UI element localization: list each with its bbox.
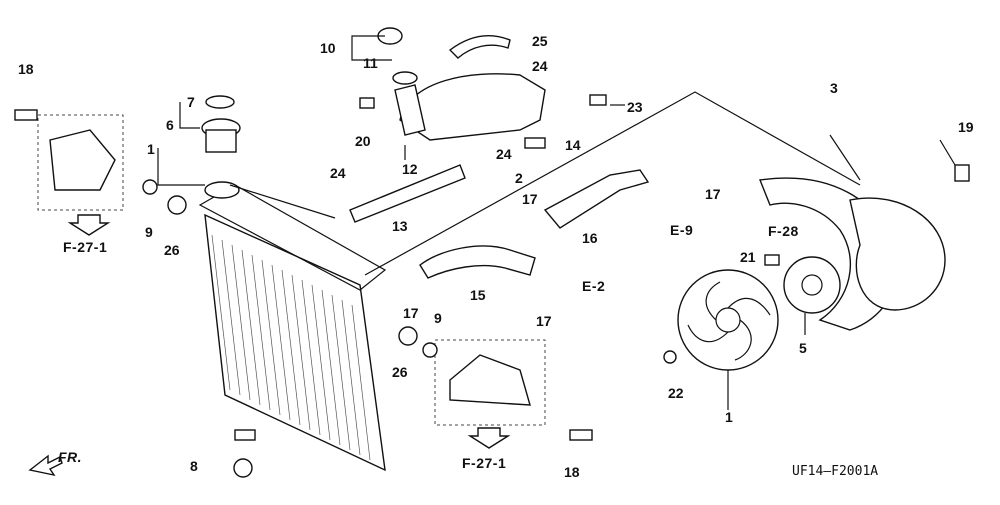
ref-e9[interactable]: E-9 <box>670 222 694 238</box>
callout-9-upper[interactable]: 9 <box>145 224 153 240</box>
callout-10[interactable]: 10 <box>320 40 336 56</box>
callout-11[interactable]: 11 <box>363 55 378 71</box>
bolt-18-lower <box>569 429 593 441</box>
nut-22 <box>663 350 677 364</box>
hose-13 <box>349 164 466 223</box>
callout-17-mid[interactable]: 17 <box>522 191 538 207</box>
radiator-core <box>198 184 387 472</box>
callout-1[interactable]: 1 <box>725 409 733 425</box>
bolt-19 <box>954 164 970 182</box>
arrow-f27-upper <box>67 214 111 236</box>
callout-25[interactable]: 25 <box>532 33 548 49</box>
callout-24-left[interactable]: 24 <box>330 165 346 181</box>
ref-f27-lower[interactable]: F-27-1 <box>462 455 507 471</box>
callout-18-upper[interactable]: 18 <box>18 61 34 77</box>
callout-26-upper[interactable]: 26 <box>164 242 180 258</box>
bolt-21 <box>764 254 780 266</box>
callout-18-lower[interactable]: 18 <box>564 464 580 480</box>
callout-14[interactable]: 14 <box>565 137 581 153</box>
callout-16[interactable]: 16 <box>582 230 598 246</box>
fan-motor <box>783 256 841 314</box>
hose-16 <box>543 169 650 229</box>
callout-13[interactable]: 13 <box>392 218 408 234</box>
filler-neck <box>204 181 240 199</box>
callout-5[interactable]: 5 <box>799 340 807 356</box>
callout-23[interactable]: 23 <box>627 99 643 115</box>
ref-e2[interactable]: E-2 <box>582 278 606 294</box>
callout-20[interactable]: 20 <box>355 133 371 149</box>
clip-14 <box>524 137 546 149</box>
callout-24-mid[interactable]: 24 <box>496 146 512 162</box>
callout-22[interactable]: 22 <box>668 385 684 401</box>
callout-24-top[interactable]: 24 <box>532 58 548 74</box>
ref-f28[interactable]: F-28 <box>768 223 799 239</box>
hose-15 <box>419 245 536 279</box>
bracket-box-lower <box>434 339 546 426</box>
cooling-fan <box>677 269 779 371</box>
bolt-23 <box>589 94 607 106</box>
callout-9-lower[interactable]: 9 <box>434 310 442 326</box>
leader-line-3 <box>364 91 861 276</box>
callout-17-lower[interactable]: 17 <box>536 313 552 329</box>
front-label: FR. <box>58 449 83 465</box>
callout-7[interactable]: 7 <box>187 94 195 110</box>
hose-25 <box>448 35 511 59</box>
callout-19[interactable]: 19 <box>958 119 974 135</box>
callout-2[interactable]: 2 <box>515 170 523 186</box>
grommet-26-lower <box>398 326 418 346</box>
cap-seal <box>205 95 235 109</box>
callout-17-lower-left[interactable]: 17 <box>403 305 419 321</box>
callout-12[interactable]: 12 <box>402 161 418 177</box>
bracket-box-upper <box>37 114 124 211</box>
grommet-8 <box>233 458 253 478</box>
grommet-26-upper <box>167 195 187 215</box>
callout-15[interactable]: 15 <box>470 287 486 303</box>
callout-6[interactable]: 6 <box>166 117 174 133</box>
arrow-f27-lower <box>467 427 511 449</box>
bolt-18-upper <box>14 109 38 121</box>
diagram-code: UF14—F2001A <box>792 464 879 479</box>
callout-21[interactable]: 21 <box>740 249 756 265</box>
fan-guard <box>849 197 946 311</box>
callout-1-bracket[interactable]: 1 <box>147 141 155 157</box>
callout-8[interactable]: 8 <box>190 458 198 474</box>
grommet-9-upper <box>142 179 158 195</box>
front-arrow <box>28 454 63 477</box>
callout-17-right[interactable]: 17 <box>705 186 721 202</box>
ref-f27-upper[interactable]: F-27-1 <box>63 239 108 255</box>
callout-26-lower[interactable]: 26 <box>392 364 408 380</box>
grommet-9-lower <box>422 342 438 358</box>
bolt-20 <box>359 97 375 109</box>
callout-3[interactable]: 3 <box>830 80 838 96</box>
